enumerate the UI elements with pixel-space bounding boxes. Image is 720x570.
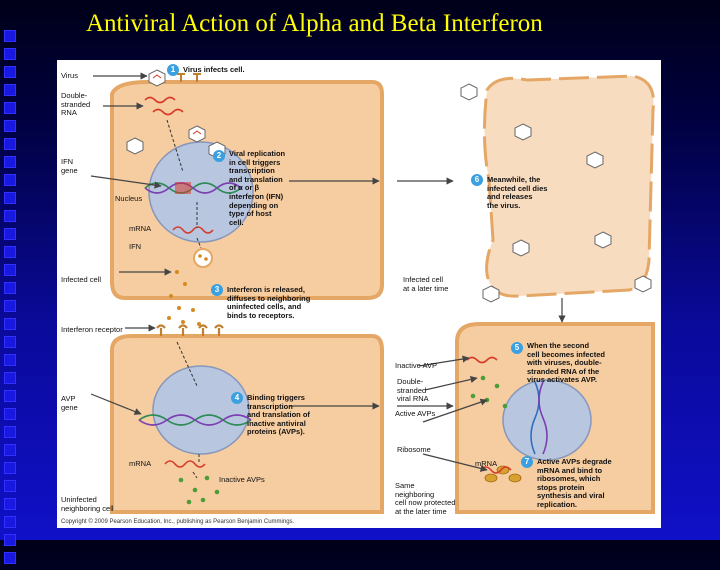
decorative-square bbox=[4, 84, 16, 96]
label-inactive-avps: Inactive AVPs bbox=[219, 475, 265, 484]
interferon-receptors bbox=[156, 324, 224, 336]
decorative-square bbox=[4, 264, 16, 276]
step-4-text: Binding triggers transcription and trans… bbox=[247, 393, 310, 437]
ifn-vesicle bbox=[193, 248, 213, 268]
decorative-square bbox=[4, 336, 16, 348]
decorative-square bbox=[4, 372, 16, 384]
decorative-square bbox=[4, 498, 16, 510]
decorative-square bbox=[4, 354, 16, 366]
step-5-badge: 5 bbox=[511, 342, 523, 354]
decorative-square bbox=[4, 48, 16, 60]
slide-title: Antiviral Action of Alpha and Beta Inter… bbox=[86, 10, 543, 37]
step-1-text: Virus infects cell. bbox=[183, 65, 245, 74]
decorative-square bbox=[4, 156, 16, 168]
decorative-square bbox=[4, 66, 16, 78]
decorative-square-column bbox=[4, 30, 18, 570]
label-ribosome: Ribosome bbox=[397, 445, 431, 454]
decorative-square bbox=[4, 30, 16, 42]
label-nucleus: Nucleus bbox=[115, 194, 143, 203]
decorative-square bbox=[4, 138, 16, 150]
decorative-square bbox=[4, 462, 16, 474]
step-5-text: When the second cell becomes infected wi… bbox=[527, 341, 605, 385]
step-1-badge: 1 bbox=[167, 64, 179, 76]
viral-rna bbox=[144, 96, 176, 104]
decorative-square bbox=[4, 192, 16, 204]
label-same-neighboring-cell: Same neighboring cell now protected at t… bbox=[395, 481, 456, 516]
decorative-square bbox=[4, 534, 16, 546]
label-mrna-top: mRNA bbox=[129, 224, 152, 233]
label-infected-cell: Infected cell bbox=[61, 275, 102, 284]
decorative-square bbox=[4, 552, 16, 564]
nucleus-right bbox=[502, 379, 592, 461]
receptors-top bbox=[177, 73, 201, 82]
label-infected-later: Infected cell at a later time bbox=[403, 275, 449, 293]
decorative-square bbox=[4, 282, 16, 294]
interferon-diagram: Virus Double- stranded RNA IFN gene Nucl… bbox=[57, 60, 661, 528]
step-2-text: Viral replication in cell triggers trans… bbox=[229, 149, 286, 227]
label-interferon-receptor: Interferon receptor bbox=[61, 325, 123, 334]
label-active-avps: Active AVPs bbox=[395, 409, 436, 418]
avp-mrna bbox=[164, 460, 206, 468]
decorative-square bbox=[4, 228, 16, 240]
decorative-square bbox=[4, 480, 16, 492]
decorative-square bbox=[4, 318, 16, 330]
step-7-badge: 7 bbox=[521, 456, 533, 468]
decorative-square bbox=[4, 120, 16, 132]
decorative-square bbox=[4, 300, 16, 312]
label-ds-viral-rna: Double- stranded viral RNA bbox=[397, 377, 429, 403]
decorative-square bbox=[4, 174, 16, 186]
decorative-square bbox=[4, 246, 16, 258]
released-viruses bbox=[460, 83, 652, 303]
decorative-square bbox=[4, 444, 16, 456]
label-ifn-gene: IFN gene bbox=[61, 157, 78, 175]
decorative-square bbox=[4, 426, 16, 438]
label-mrna-right: mRNA bbox=[475, 459, 498, 468]
label-mrna-bottom: mRNA bbox=[129, 459, 152, 468]
ifn-gene-highlight bbox=[175, 182, 191, 194]
step-6-text: Meanwhile, the infected cell dies and re… bbox=[487, 175, 548, 210]
step-3-badge: 3 bbox=[211, 284, 223, 296]
viral-rna-right bbox=[466, 356, 498, 364]
decorative-square bbox=[4, 102, 16, 114]
copyright-notice: Copyright © 2009 Pearson Education, Inc.… bbox=[61, 519, 295, 525]
label-uninfected-cell: Uninfected neighboring cell bbox=[61, 495, 114, 513]
label-inactive-avp: Inactive AVP bbox=[395, 361, 437, 370]
nucleus-bottom bbox=[152, 365, 250, 455]
label-avp-gene: AVP gene bbox=[61, 394, 78, 412]
inactive-avps bbox=[178, 475, 220, 505]
released-interferon bbox=[167, 270, 201, 326]
step-3-text: Interferon is released, diffuses to neig… bbox=[227, 285, 311, 320]
diagram-artwork bbox=[90, 69, 656, 514]
virus bbox=[126, 69, 226, 159]
ifn-mrna bbox=[172, 226, 214, 234]
decorative-square bbox=[4, 516, 16, 528]
label-ds-rna: Double- stranded RNA bbox=[61, 91, 91, 117]
decorative-square bbox=[4, 390, 16, 402]
step-7-text: Active AVPs degrade mRNA and bind to rib… bbox=[537, 457, 612, 509]
label-virus: Virus bbox=[61, 71, 78, 80]
decorative-square bbox=[4, 210, 16, 222]
step-2-badge: 2 bbox=[213, 150, 225, 162]
label-ifn: IFN bbox=[129, 242, 142, 251]
step-6-badge: 6 bbox=[471, 174, 483, 186]
step-4-badge: 4 bbox=[231, 392, 243, 404]
decorative-square bbox=[4, 408, 16, 420]
